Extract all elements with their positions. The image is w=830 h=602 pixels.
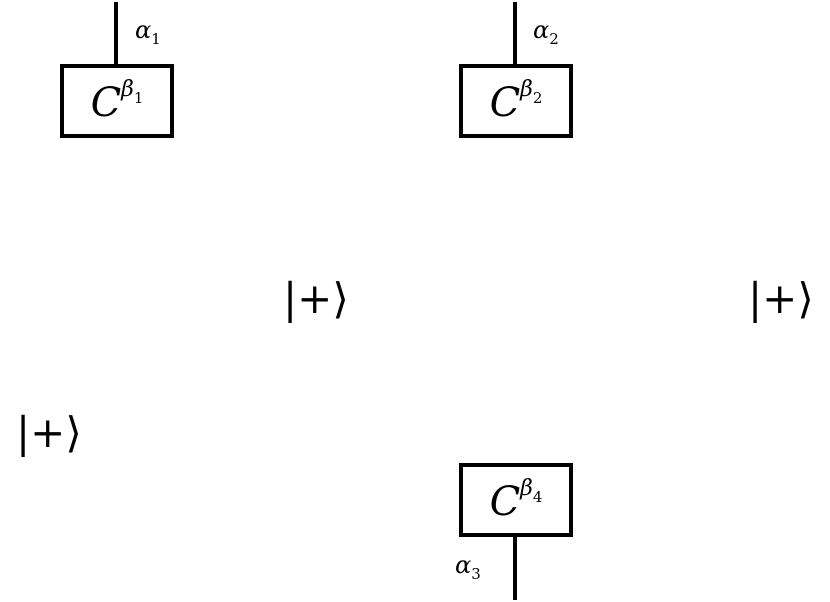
box-c-beta2: Cβ2	[459, 64, 573, 138]
ket-plus-middle: |+⟩	[283, 274, 349, 323]
ket-plus-right: |+⟩	[748, 274, 814, 323]
wire-label-alpha2: α2	[533, 16, 559, 48]
wire-alpha3	[513, 535, 517, 600]
wire-label-alpha1: α1	[135, 16, 161, 48]
box-c-beta2-label: Cβ2	[489, 76, 543, 126]
wire-alpha2	[513, 2, 517, 66]
box-c-beta1-label: Cβ1	[90, 76, 144, 126]
box-c-beta1: Cβ1	[60, 64, 174, 138]
box-c-beta4: Cβ4	[459, 463, 573, 537]
wire-label-alpha3: α3	[455, 551, 481, 583]
ket-plus-left: |+⟩	[16, 408, 82, 457]
box-c-beta4-label: Cβ4	[489, 475, 543, 525]
wire-alpha1	[114, 2, 118, 66]
